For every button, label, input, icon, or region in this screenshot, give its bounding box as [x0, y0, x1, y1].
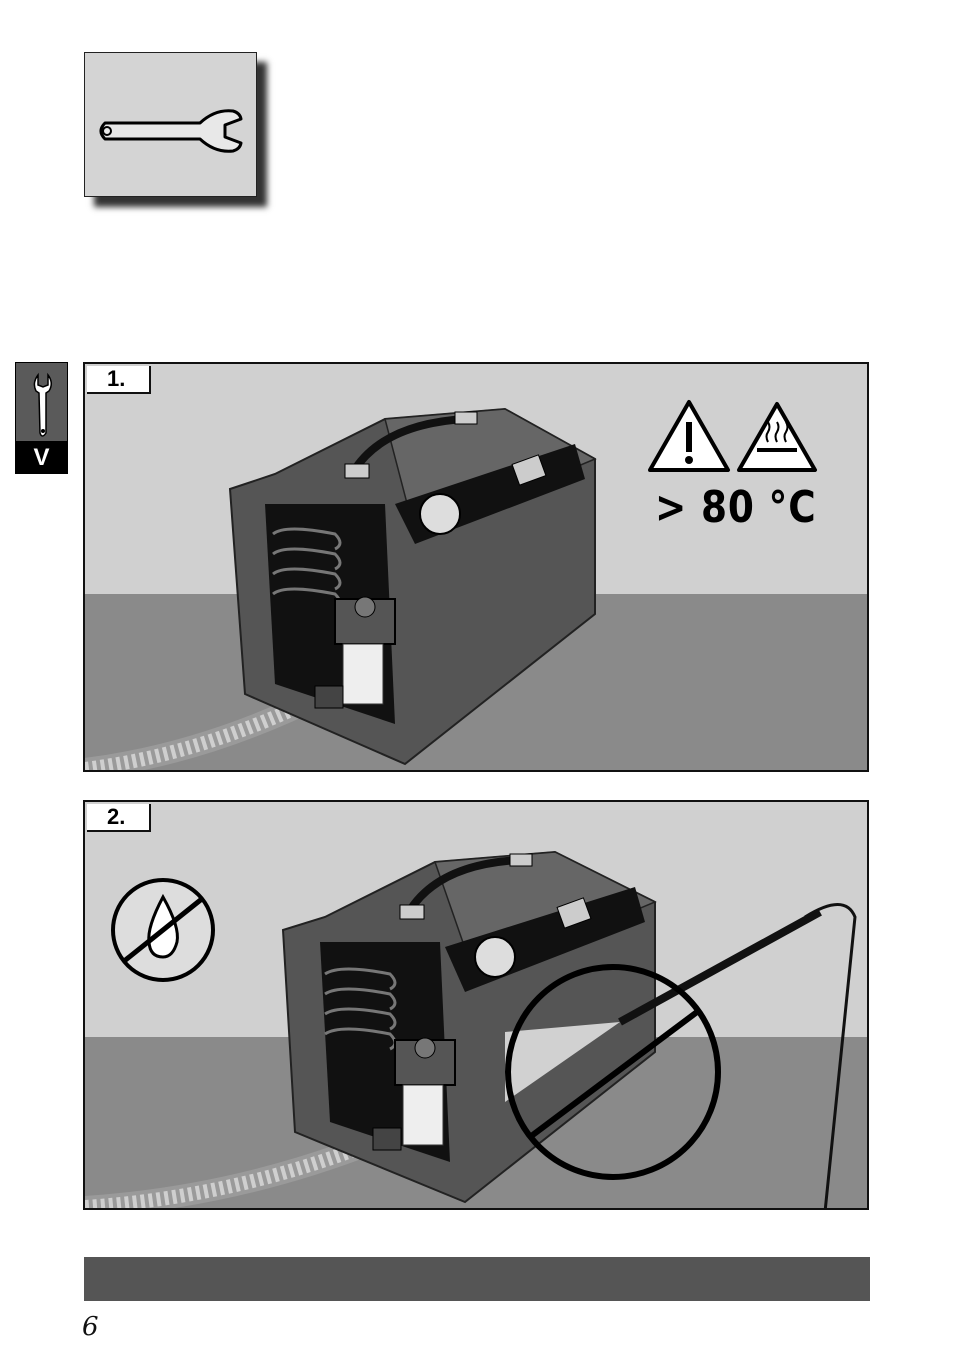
wrench-symbol-box: [84, 52, 257, 197]
side-tab-letter: V: [15, 442, 68, 474]
page-number: 6: [82, 1312, 99, 1342]
footer-bar: [84, 1257, 870, 1301]
step-label-1: 1.: [87, 366, 151, 394]
wrench-icon: [85, 53, 256, 196]
step-label-2: 2.: [87, 804, 151, 832]
illustration-panel-1: 1. > 80 °C: [83, 362, 869, 772]
wrench-vertical-icon: [16, 363, 69, 443]
compressor-illustration-1: [85, 364, 869, 772]
compressor-illustration-2: [85, 802, 869, 1210]
side-tab-wrench-area: [15, 362, 68, 442]
temperature-warning: > 80 °C: [655, 482, 817, 533]
illustration-panel-2: 2.: [83, 800, 869, 1210]
section-side-tab: V: [15, 362, 68, 474]
